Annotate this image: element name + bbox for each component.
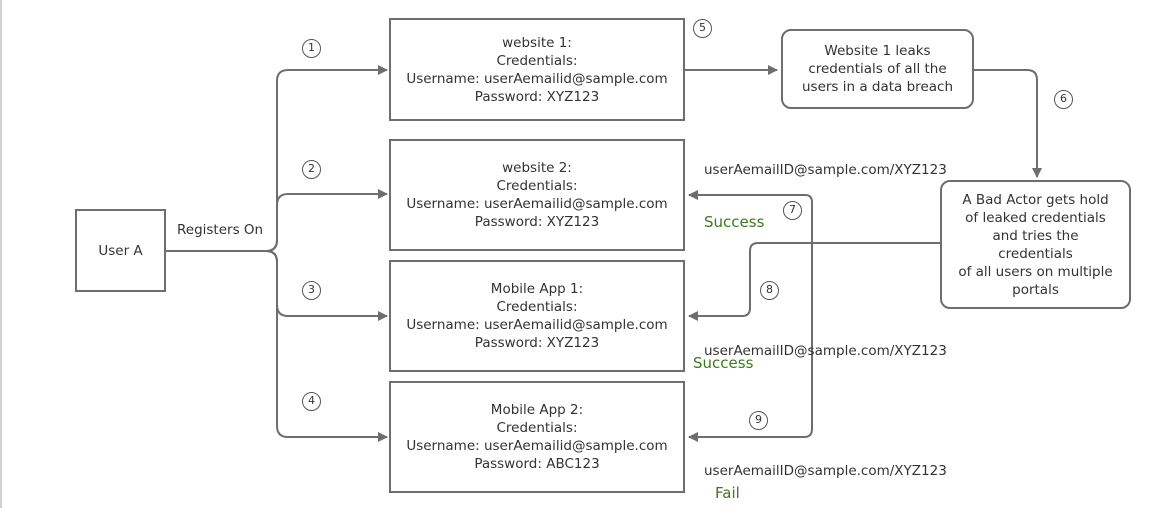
mobileapp2-box: Mobile App 2: Credentials: Username: use… <box>389 381 685 493</box>
attempt-result-fail: Fail <box>715 484 740 502</box>
mobileapp1-password: Password: XYZ123 <box>474 335 600 351</box>
mobileapp1-box: Mobile App 1: Credentials: Username: use… <box>389 260 685 372</box>
data-breach-line-2: credentials of all the <box>808 61 947 77</box>
website1-credentials-label: Credentials: <box>496 52 578 69</box>
website2-username: Username: userAemailid@sample.com <box>406 196 668 212</box>
mobileapp1-username: Username: userAemailid@sample.com <box>406 317 668 333</box>
bad-actor-line-3: and tries the <box>992 227 1079 244</box>
step-number-4: 4 <box>302 392 321 411</box>
website2-box: website 2: Credentials: Username: userAe… <box>389 139 685 251</box>
data-breach-line-3: users in a data breach <box>801 79 953 95</box>
mobileapp1-credentials-label: Credentials: <box>496 299 578 315</box>
data-breach-line-1: Website 1 leaks <box>824 43 931 59</box>
connector-user-to-mobileapp1 <box>265 250 388 321</box>
step-number-1: 1 <box>302 39 321 58</box>
user-a-label: User A <box>98 242 143 259</box>
step-number-5: 5 <box>693 19 712 38</box>
left-border <box>0 0 2 508</box>
attempt-result-success-1: Success <box>704 213 765 231</box>
step-number-8: 8 <box>760 281 779 300</box>
bad-actor-box: A Bad Actor gets hold of leaked credenti… <box>940 180 1131 309</box>
connector-attempt-website2 <box>688 190 813 243</box>
connector-user-to-website2 <box>265 189 388 252</box>
connector-leak-to-badactor <box>974 69 1042 178</box>
bad-actor-line-2: of leaked credentials <box>965 209 1106 226</box>
connector-attempt-mobileapp1 <box>688 242 812 321</box>
website2-credentials-label: Credentials: <box>496 178 578 194</box>
mobileapp2-password: Password: ABC123 <box>474 456 600 472</box>
step-number-6: 6 <box>1054 90 1073 109</box>
website1-title: website 1: <box>502 34 572 51</box>
registers-on-label: Registers On <box>177 222 264 238</box>
mobileapp2-title: Mobile App 2: <box>490 402 584 418</box>
step-number-9: 9 <box>749 411 768 430</box>
attempt-credential-label-3: userAemailID@sample.com/XYZ123 <box>704 463 947 479</box>
step-number-2: 2 <box>302 160 321 179</box>
user-a-box: User A <box>75 209 166 292</box>
bad-actor-line-1: A Bad Actor gets hold <box>962 191 1109 208</box>
mobileapp2-username: Username: userAemailid@sample.com <box>406 438 668 454</box>
mobileapp1-title: Mobile App 1: <box>490 281 584 297</box>
bad-actor-line-5: of all users on multiple <box>958 263 1113 280</box>
connector-user-to-mobileapp2 <box>265 250 388 442</box>
step-number-3: 3 <box>302 281 321 300</box>
attempt-credential-label-2: userAemailID@sample.com/XYZ123 <box>704 343 947 359</box>
bad-actor-line-4: credentials <box>998 245 1073 262</box>
connector-attempt-mobileapp2 <box>688 243 813 442</box>
website1-box: website 1: Credentials: Username: userAe… <box>389 18 685 121</box>
website1-password: Password: XYZ123 <box>474 88 600 105</box>
attempt-credential-label-1: userAemailID@sample.com/XYZ123 <box>704 162 947 178</box>
website2-title: website 2: <box>502 160 572 176</box>
step-number-7: 7 <box>783 201 802 220</box>
website1-username: Username: userAemailid@sample.com <box>406 70 668 87</box>
website2-password: Password: XYZ123 <box>474 214 600 230</box>
bad-actor-line-6: portals <box>1012 281 1059 298</box>
data-breach-box: Website 1 leaks credentials of all the u… <box>781 29 974 109</box>
attempt-result-success-2: Success <box>693 354 754 372</box>
mobileapp2-credentials-label: Credentials: <box>496 420 578 436</box>
